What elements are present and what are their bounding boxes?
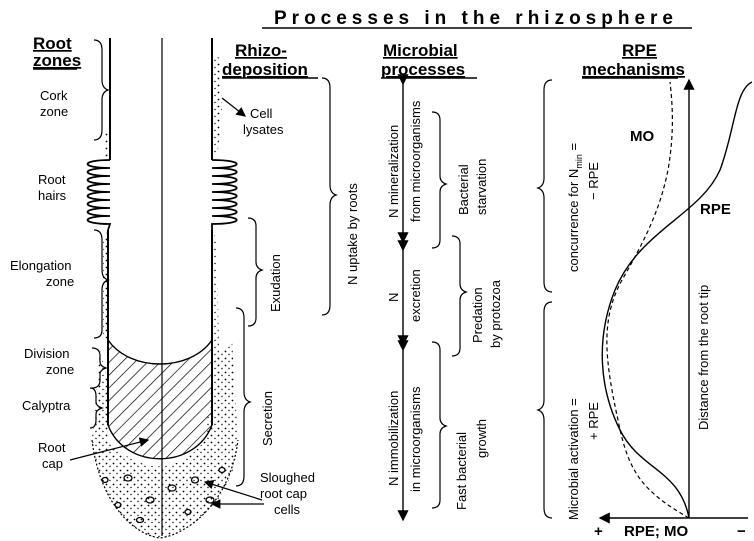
curve-mo <box>607 82 689 518</box>
label-rpe-curve: RPE <box>700 201 731 218</box>
label-distance: Distance from the root tip <box>696 285 711 430</box>
axis-label: RPE; MO <box>624 523 689 540</box>
rpe-plot: MO RPE Distance from the root tip + RPE;… <box>594 80 752 540</box>
label-bacterial-starvation-1: Bacterial <box>456 164 471 215</box>
label-n-immobilization-2: in microorganisms <box>408 386 423 492</box>
label-bacterial-starvation-2: starvation <box>474 159 489 215</box>
label-n-mineralization-1: N mineralization <box>386 125 401 218</box>
axis-minus: − <box>737 523 746 540</box>
label-elongation-zone-2: zone <box>46 274 74 289</box>
header-rhizodeposition-2: deposition <box>222 60 308 79</box>
header-rhizodeposition-1: Rhizo- <box>235 41 287 60</box>
brace-fast-growth <box>432 342 446 508</box>
label-mo: MO <box>630 128 654 145</box>
label-sloughed-1: Sloughed <box>260 470 315 485</box>
brace-exudation <box>248 218 262 326</box>
label-exudation: Exudation <box>268 254 283 312</box>
brace-microbial-activation <box>538 302 552 518</box>
label-n-uptake: N uptake by roots <box>345 183 360 285</box>
cortex-stipple-right-2 <box>212 230 219 365</box>
brace-predation <box>452 236 466 356</box>
arrow-cell-lysates <box>222 98 245 116</box>
axis-plus: + <box>594 523 603 540</box>
cortex-stipple-right <box>212 55 222 160</box>
label-calyptra: Calyptra <box>22 398 71 413</box>
brace-n-uptake <box>322 78 336 315</box>
figure-title: Processes in the rhizosphere <box>274 8 678 29</box>
label-sloughed-2: root cap <box>260 486 307 501</box>
label-concurrence-2: − RPE <box>586 162 601 200</box>
calyptra-hatch <box>108 340 212 459</box>
curve-rpe <box>602 82 752 518</box>
root-hairs-right <box>212 160 237 230</box>
label-root-cap-2: cap <box>42 456 63 471</box>
header-rpe-1: RPE <box>622 41 657 60</box>
label-fast-growth-1: Fast bacterial <box>454 432 469 510</box>
label-n-mineralization-2: from microorganisms <box>408 100 423 222</box>
label-concurrence-main: concurrence for N <box>566 169 581 272</box>
root-hairs-left <box>88 160 111 230</box>
brace-bacterial-starvation <box>432 112 446 248</box>
header-microbial-1: Microbial <box>383 41 458 60</box>
header-microbial-2: processes <box>381 60 465 79</box>
label-cork-zone-1: Cork <box>40 88 68 103</box>
label-root-hairs-2: hairs <box>38 188 67 203</box>
label-root-cap-1: Root <box>38 440 66 455</box>
label-root-hairs-1: Root <box>38 172 66 187</box>
label-division-zone-2: zone <box>46 362 74 377</box>
root-drawing <box>88 38 239 538</box>
header-root-zones-2: zones <box>33 51 81 70</box>
label-predation-1: Predation <box>470 287 485 343</box>
label-secretion: Secretion <box>260 391 275 446</box>
header-rpe-2: mechanisms <box>582 60 685 79</box>
label-sloughed-3: cells <box>274 502 301 517</box>
label-cell-lysates-1: Cell <box>250 106 273 121</box>
label-concurrence-eq: = <box>566 143 581 154</box>
label-n-excretion-2: excretion <box>408 269 423 322</box>
label-n-immobilization-1: N immobilization <box>386 391 401 486</box>
label-microbial-activation-2: + RPE <box>586 402 601 440</box>
label-predation-2: by protozoa <box>488 279 503 348</box>
label-concurrence-1: concurrence for Nmin = <box>566 143 584 272</box>
label-n-excretion-1: N <box>386 293 401 302</box>
label-elongation-zone-1: Elongation <box>10 258 71 273</box>
label-concurrence-sub: min <box>574 154 584 169</box>
label-microbial-activation-1: Microbial activation = <box>566 398 581 520</box>
brace-cork-zone <box>94 40 108 140</box>
label-cork-zone-2: zone <box>40 104 68 119</box>
brace-concurrence <box>538 80 552 292</box>
brace-secretion <box>236 308 250 486</box>
label-fast-growth-2: growth <box>474 419 489 458</box>
label-cell-lysates-2: lysates <box>243 122 284 137</box>
label-division-zone-1: Division <box>24 346 70 361</box>
